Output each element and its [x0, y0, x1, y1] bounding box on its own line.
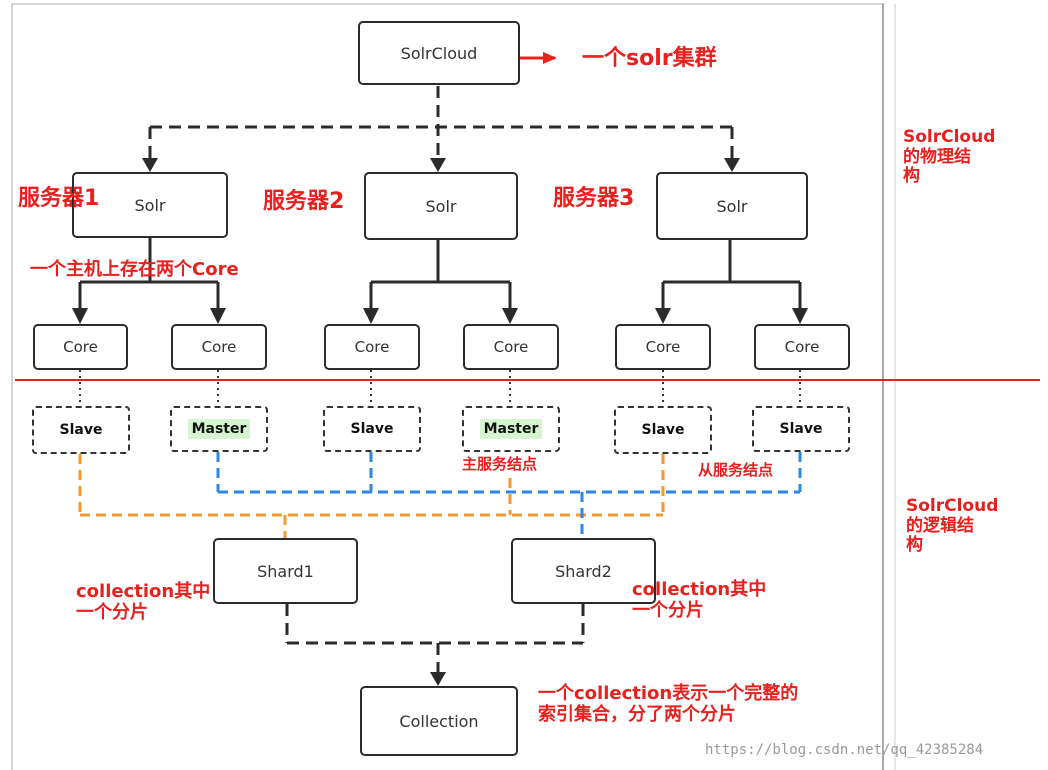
shard-to-collection-connectors: [285, 604, 585, 672]
label-logical-line2: 的逻辑结: [906, 515, 974, 536]
annotation-master-node: 主服务结点: [462, 455, 538, 473]
shard1-node: Shard1: [213, 538, 358, 604]
role-slave-1: Slave: [32, 406, 130, 454]
annotation-shard1-line1: collection其中: [76, 581, 211, 602]
watermark-url: https://blog.csdn.net/qq_42385284: [705, 742, 984, 758]
solr-node-1: Solr: [72, 172, 228, 238]
shard2-links: [216, 452, 802, 538]
annotation-server2: 服务器2: [263, 189, 345, 214]
role-slave-2: Slave: [323, 406, 421, 452]
core-node-1: Core: [33, 324, 128, 370]
annotation-collection-line2: 索引集合，分了两个分片: [538, 703, 736, 725]
annotation-slave-node: 从服务结点: [698, 461, 774, 479]
solrcloud-node: SolrCloud: [358, 21, 520, 85]
role-label: Master: [479, 419, 543, 439]
arrowhead-server1: [142, 158, 158, 172]
annotation-shard2-line2: 一个分片: [632, 599, 704, 621]
annotation-shard2: collection其中 一个分片: [632, 579, 767, 621]
shard2-node: Shard2: [511, 538, 656, 604]
shard1-links: [78, 454, 665, 538]
annotation-shard1: collection其中 一个分片: [76, 581, 211, 623]
label-physical-structure: SolrCloud 的物理结 构: [903, 127, 1013, 187]
role-master-2: Master: [462, 406, 560, 452]
annotation-server3: 服务器3: [553, 186, 635, 211]
core-node-4: Core: [463, 324, 559, 370]
arrowhead-server3: [724, 158, 740, 172]
role-label: Slave: [59, 422, 103, 438]
label-physical-line2: 的物理结: [903, 146, 971, 167]
solr-node-3: Solr: [656, 172, 808, 240]
label-logical-line1: SolrCloud: [906, 496, 999, 516]
solr-node-2: Solr: [364, 172, 518, 240]
cloud-to-server-connectors: [148, 86, 734, 158]
role-slave-4: Slave: [752, 406, 850, 452]
core-node-3: Core: [324, 324, 420, 370]
label-physical-line1: SolrCloud: [903, 127, 996, 147]
core-node-6: Core: [754, 324, 850, 370]
annotation-shard2-line1: collection其中: [632, 579, 767, 600]
collection-node: Collection: [360, 686, 518, 756]
core-arrowheads: [72, 308, 808, 324]
annotation-collection-line1: 一个collection表示一个完整的: [538, 683, 799, 704]
annotation-cluster: 一个solr集群: [582, 46, 717, 71]
annotation-collection: 一个collection表示一个完整的 索引集合，分了两个分片: [538, 683, 799, 725]
role-label: Slave: [641, 422, 685, 438]
arrowhead-server2: [430, 158, 446, 172]
role-label: Master: [187, 419, 251, 439]
annotation-two-cores: 一个主机上存在两个Core: [30, 259, 239, 280]
annotation-server1: 服务器1: [18, 186, 100, 211]
core-to-role-dotted: [79, 370, 801, 406]
label-logical-structure: SolrCloud 的逻辑结 构: [906, 496, 1016, 556]
label-logical-line3: 构: [906, 535, 923, 556]
arrowhead-collection: [430, 672, 446, 686]
role-label: Slave: [779, 421, 823, 437]
role-label: Slave: [350, 421, 394, 437]
annotation-shard1-line2: 一个分片: [76, 601, 148, 623]
label-physical-line3: 构: [903, 166, 920, 187]
role-slave-3: Slave: [614, 406, 712, 454]
core-node-5: Core: [615, 324, 711, 370]
server-to-core-connectors: [78, 238, 802, 310]
role-master-1: Master: [170, 406, 268, 452]
core-node-2: Core: [171, 324, 267, 370]
